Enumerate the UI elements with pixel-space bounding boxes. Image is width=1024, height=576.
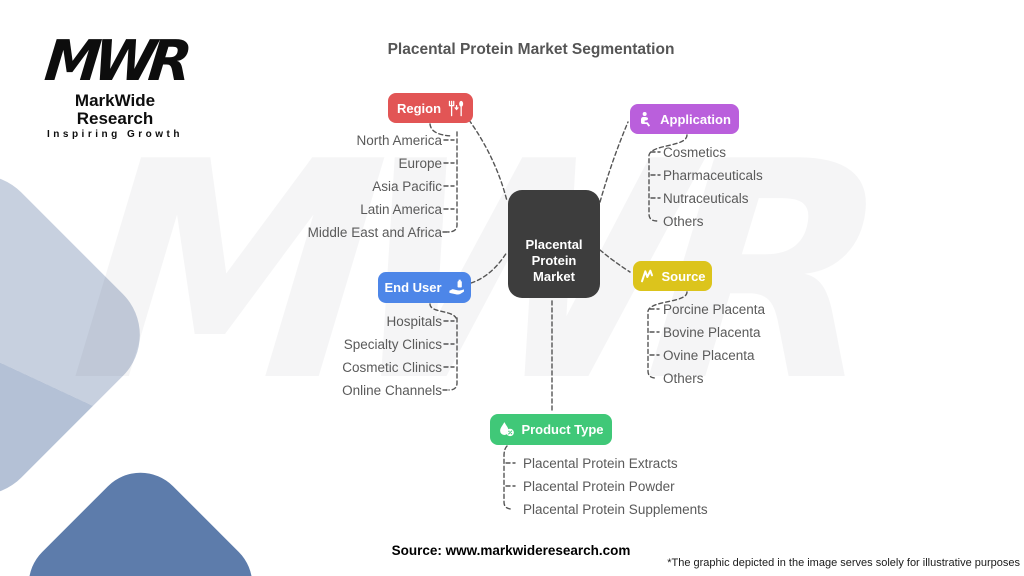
region-item-list: North America Europe Asia Pacific Latin … [308,129,442,244]
enduser-spine [429,303,458,391]
page-title: Placental Protein Market Segmentation [387,41,675,58]
region-stubs [442,139,455,233]
segment-pill-application-label: Application [660,111,731,127]
application-to-center-curve [599,121,629,203]
logo-mark: MWR [41,29,189,94]
region-item: Asia Pacific [372,179,442,194]
scribble-icon [639,268,655,284]
source-to-center-curve [599,249,631,273]
segment-pill-product-type: Product Type [490,414,612,445]
region-item: North America [356,133,442,148]
source-item: Others [663,371,704,386]
application-item: Pharmaceuticals [663,168,763,183]
end-user-item: Specialty Clinics [343,337,442,352]
product-type-item: Placental Protein Extracts [523,456,678,471]
center-node: Placental Protein Market [508,190,600,298]
enduser-to-center-curve [470,251,508,284]
enduser-stubs [442,320,455,391]
region-item: Middle East and Africa [307,225,442,240]
segment-pill-application: Application [630,104,739,134]
source-item: Ovine Placenta [663,348,755,363]
application-item: Nutraceuticals [663,191,749,206]
application-item: Others [663,214,704,229]
region-spine [429,123,458,233]
source-item: Porcine Placenta [663,302,766,317]
product-type-item-list: Placental Protein Extracts Placental Pro… [523,452,708,521]
logo: MWR MarkWide Research Inspiring Growth [35,29,195,140]
pregnant-person-icon [638,111,654,127]
product-spine [503,445,513,510]
source-spine [647,291,688,379]
product-type-item: Placental Protein Supplements [523,502,708,517]
hand-holding-product-icon [448,279,465,296]
segment-pill-region: Region [388,93,473,123]
application-stubs [650,151,661,199]
end-user-item-list: Hospitals Specialty Clinics Cosmetic Cli… [342,310,442,402]
segment-pill-end-user: End User [378,272,471,303]
region-to-center-curve [468,119,508,202]
logo-name: MarkWide Research [74,91,156,128]
source-stubs [649,308,660,356]
product-stubs [505,462,516,487]
source-item: Bovine Placenta [663,325,761,340]
application-spine [648,134,688,222]
segment-pill-source: Source [633,261,712,291]
end-user-item: Hospitals [386,314,442,329]
center-node-line: Market [533,269,575,284]
product-type-item: Placental Protein Powder [523,479,675,494]
center-node-line: Protein [531,253,577,268]
end-user-item: Online Channels [342,383,442,398]
region-item: Latin America [360,202,442,217]
segment-pill-product-type-label: Product Type [521,422,604,437]
logo-tagline: Inspiring Growth [47,129,183,140]
region-item: Europe [398,156,442,171]
source-item-list: Porcine Placenta Bovine Placenta Ovine P… [663,298,765,390]
segment-pill-end-user-label: End User [384,280,442,295]
segment-pill-region-label: Region [396,100,442,116]
end-user-item: Cosmetic Clinics [342,360,442,375]
application-item-list: Cosmetics Pharmaceuticals Nutraceuticals… [663,141,763,233]
disclaimer-note: *The graphic depicted in the image serve… [667,557,1020,569]
application-item: Cosmetics [663,145,727,160]
droplet-percent-icon [498,421,515,438]
source-attribution: Source: www.markwideresearch.com [391,543,631,558]
segment-pill-source-label: Source [661,268,706,284]
center-node-line: Placental [525,237,583,252]
cutlery-icon [447,100,464,117]
